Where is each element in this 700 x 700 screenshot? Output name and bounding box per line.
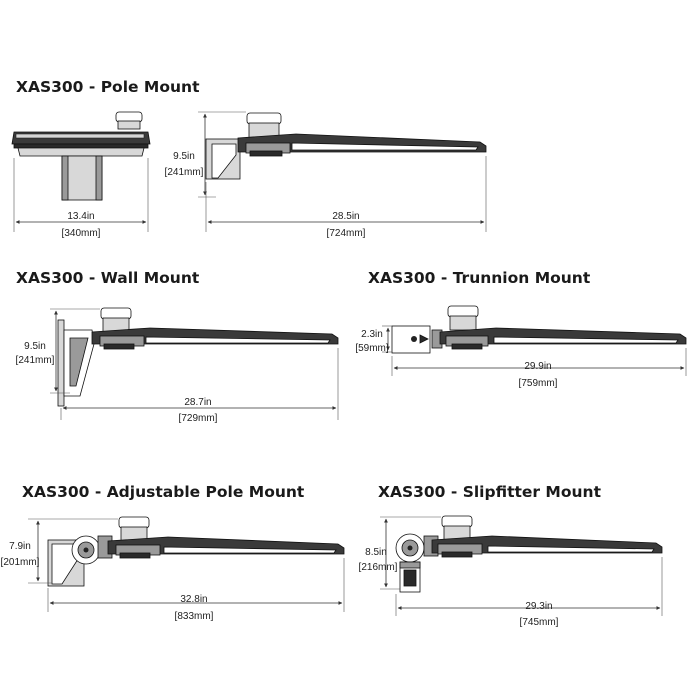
adjustable-length-in: 32.8in	[180, 594, 207, 605]
pole-mount-side-view	[205, 112, 487, 180]
wall-length-mm: [729mm]	[179, 413, 218, 424]
trunnion-height-in: 2.3in	[361, 329, 383, 340]
slipfitter-mount-side-view	[395, 515, 663, 593]
slipfitter-mount-title: XAS300 - Slipfitter Mount	[378, 483, 602, 501]
pole-mount-front-view	[11, 111, 151, 201]
trunnion-height-mm: [59mm]	[355, 343, 389, 354]
pole-front-width-in: 13.4in	[67, 211, 94, 222]
pole-length-mm: [724mm]	[327, 228, 366, 239]
trunnion-mount-section: XAS300 - Trunnion Mount 2.3in [59mm] 29.…	[355, 269, 687, 389]
adjustable-pole-mount-side-view	[47, 516, 345, 587]
pole-height-in: 9.5in	[173, 151, 195, 162]
pole-length-in: 28.5in	[332, 211, 359, 222]
wall-mount-side-view	[57, 307, 339, 407]
wall-mount-title: XAS300 - Wall Mount	[16, 269, 200, 287]
slipfitter-height-mm: [216mm]	[359, 562, 398, 573]
wall-height-mm: [241mm]	[16, 355, 55, 366]
slipfitter-mount-section: XAS300 - Slipfitter Mount 8.5in [216mm] …	[359, 483, 663, 628]
trunnion-mount-title: XAS300 - Trunnion Mount	[368, 269, 591, 287]
pole-front-width-mm: [340mm]	[62, 228, 101, 239]
wall-length-in: 28.7in	[184, 397, 211, 408]
pole-mount-section: XAS300 - Pole Mount 13.4in [340mm]	[11, 78, 487, 239]
pole-height-mm: [241mm]	[165, 167, 204, 178]
slipfitter-length-mm: [745mm]	[520, 617, 559, 628]
adjustable-pole-mount-section: XAS300 - Adjustable Pole Mount 7.9in [20…	[1, 483, 345, 622]
wall-height-in: 9.5in	[24, 341, 46, 352]
slipfitter-length-in: 29.3in	[525, 601, 552, 612]
slipfitter-height-in: 8.5in	[365, 547, 387, 558]
pole-mount-title: XAS300 - Pole Mount	[16, 78, 200, 96]
adjustable-height-in: 7.9in	[9, 541, 31, 552]
trunnion-length-mm: [759mm]	[519, 378, 558, 389]
trunnion-length-in: 29.9in	[524, 361, 551, 372]
trunnion-mount-side-view	[391, 305, 687, 354]
adjustable-length-mm: [833mm]	[175, 611, 214, 622]
wall-mount-section: XAS300 - Wall Mount 9.5in [241mm] 28.7in…	[16, 269, 339, 424]
adjustable-pole-mount-title: XAS300 - Adjustable Pole Mount	[22, 483, 305, 501]
adjustable-height-mm: [201mm]	[1, 557, 40, 568]
